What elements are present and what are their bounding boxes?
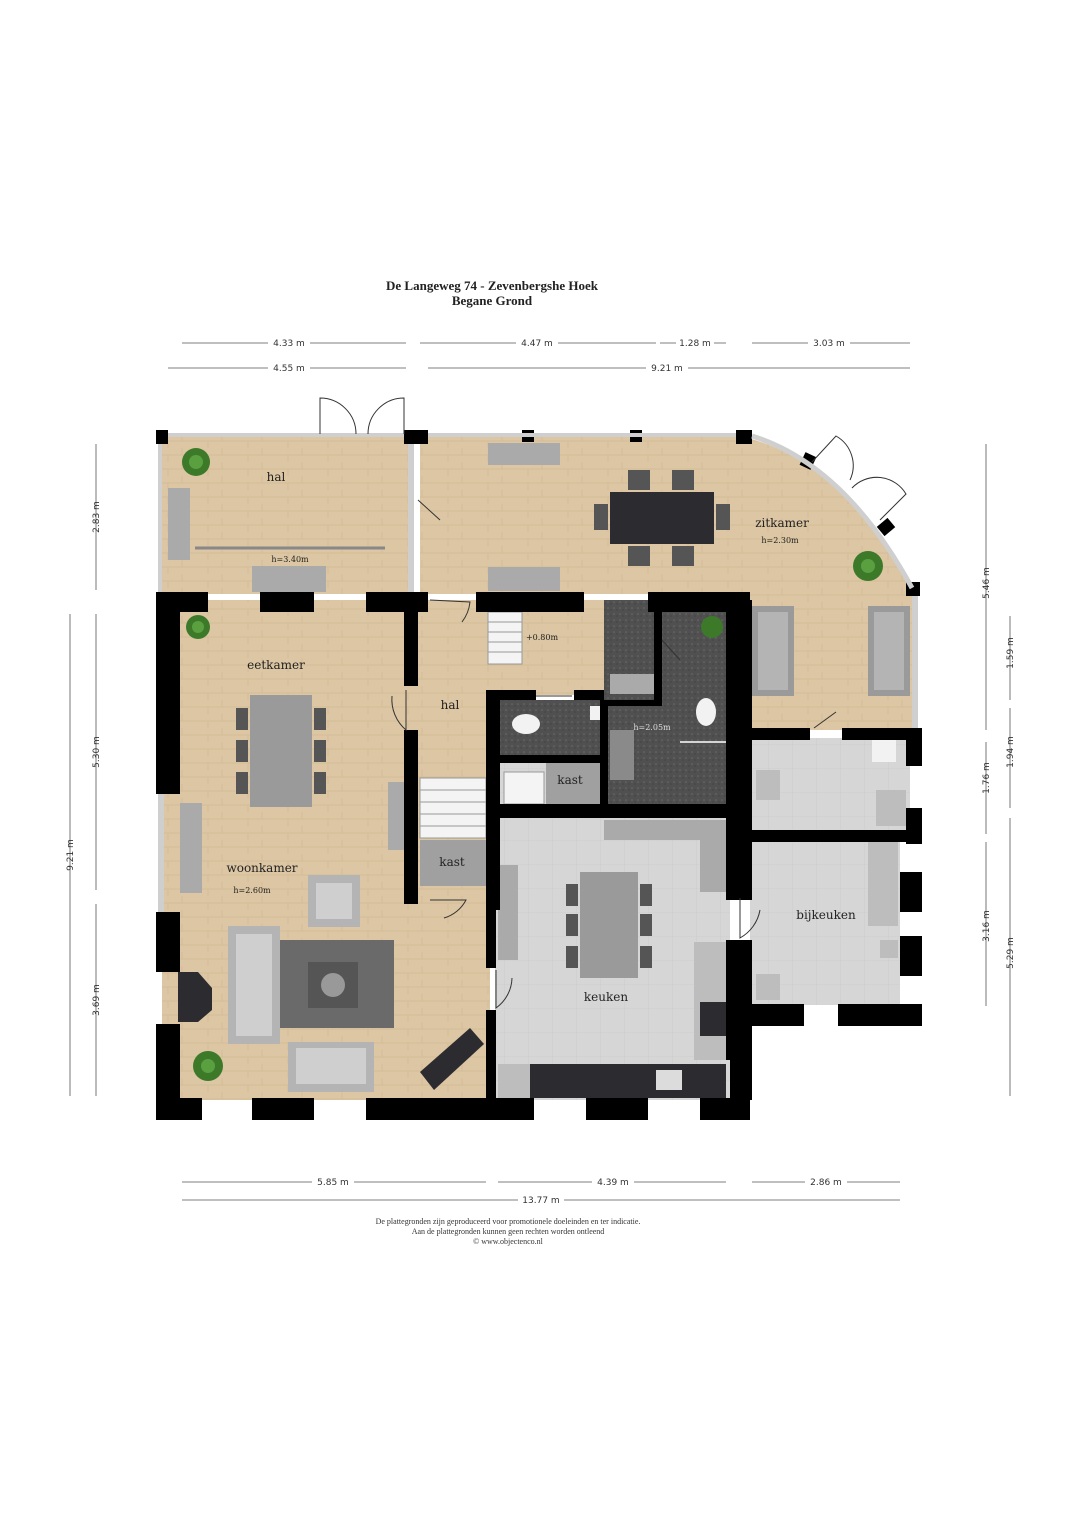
disclaimer-line-1: De plattegronden zijn geproduceerd voor … <box>375 1217 641 1226</box>
counter <box>498 1064 530 1098</box>
dim-right-3-16: 3.16 m <box>982 910 992 942</box>
fireplace <box>178 972 212 1022</box>
door <box>813 711 837 729</box>
sideboard <box>488 443 560 465</box>
height-note-bathroom: h=2.05m <box>633 723 671 732</box>
walls <box>156 430 922 1120</box>
room-label-eetkamer: eetkamer <box>247 658 305 672</box>
cabinet <box>876 790 906 826</box>
door <box>430 899 467 919</box>
dim-left-3-69: 3.69 m <box>92 984 102 1016</box>
stairs <box>419 777 487 839</box>
door <box>429 599 471 623</box>
counter <box>498 865 518 960</box>
sink-icon <box>656 1070 682 1090</box>
dim-top-9-21: 9.21 m <box>651 364 683 374</box>
appliance <box>756 974 780 1000</box>
closet <box>420 840 486 886</box>
stair-level-note: +0.80m <box>526 633 559 642</box>
dim-right-1-59: 1.59 m <box>1006 637 1016 669</box>
plan-title: De Langeweg 74 - Zevenbergshe Hoek <box>386 278 598 293</box>
counter <box>604 820 726 840</box>
room-label-keuken: keuken <box>584 990 628 1004</box>
dining-table <box>250 695 312 807</box>
dim-top-4-47: 4.47 m <box>521 339 553 349</box>
room-label-kast-lower: kast <box>439 855 465 869</box>
counter <box>610 674 654 694</box>
counter <box>700 840 726 892</box>
toilet-icon <box>512 714 540 734</box>
door <box>319 397 357 435</box>
dim-top-4-55: 4.55 m <box>273 364 305 374</box>
appliance <box>880 940 898 958</box>
cabinet <box>388 782 406 850</box>
room-label-woonkamer: woonkamer <box>226 861 297 875</box>
height-note-zitkamer: h=2.30m <box>761 536 799 545</box>
kitchen-island <box>694 942 728 1060</box>
counter <box>530 1064 726 1098</box>
door <box>851 476 907 521</box>
dim-right-1-76: 1.76 m <box>982 762 992 794</box>
doors <box>319 397 907 1009</box>
room-label-zitkamer: zitkamer <box>755 516 809 530</box>
copyright: © www.objectenco.nl <box>473 1237 543 1246</box>
cooktop-icon <box>700 1002 726 1036</box>
door <box>739 898 761 939</box>
room-label-hal-top: hal <box>267 470 286 484</box>
door <box>417 499 441 521</box>
floor-name: Begane Grond <box>451 293 533 308</box>
door <box>495 970 513 1009</box>
room-label-bijkeuken: bijkeuken <box>796 908 856 922</box>
stairs <box>487 611 523 665</box>
dim-right-5-29: 5.29 m <box>1006 937 1016 969</box>
closet <box>546 762 600 804</box>
door <box>661 639 681 661</box>
vanity <box>610 730 634 780</box>
toilet-icon <box>696 698 716 726</box>
dim-top-4-33: 4.33 m <box>273 339 305 349</box>
plant-icon <box>701 616 723 638</box>
dim-bottom-4-39: 4.39 m <box>597 1178 629 1188</box>
furniture <box>168 443 910 1098</box>
bench <box>168 488 190 560</box>
disclaimer-line-2: Aan de plattegronden kunnen geen rechten… <box>411 1227 605 1236</box>
sideboard <box>488 567 560 591</box>
sink-icon <box>756 770 780 800</box>
dim-left-5-30: 5.30 m <box>92 736 102 768</box>
height-note-hal-top: h=3.40m <box>271 555 309 564</box>
dim-left-2-83: 2.83 m <box>92 501 102 533</box>
counter <box>868 842 898 926</box>
cabinet <box>180 803 202 893</box>
door <box>367 397 405 435</box>
stairs <box>503 771 545 805</box>
dim-right-1-94: 1.94 m <box>1006 736 1016 768</box>
room-label-hal-mid: hal <box>441 698 460 712</box>
dim-left-9-21: 9.21 m <box>66 839 76 871</box>
dim-bottom-5-85: 5.85 m <box>317 1178 349 1188</box>
dimension-labels: 4.33 m 4.47 m 1.28 m 3.03 m 4.55 m 9.21 … <box>66 337 1016 1206</box>
washbasin-icon <box>872 740 896 762</box>
dim-top-3-03: 3.03 m <box>813 339 845 349</box>
dim-right-5-46: 5.46 m <box>982 567 992 599</box>
disclaimer: De plattegronden zijn geproduceerd voor … <box>0 1217 1016 1247</box>
door <box>391 690 407 732</box>
dining-table <box>610 492 714 544</box>
dim-bottom-2-86: 2.86 m <box>810 1178 842 1188</box>
room-label-kast-upper: kast <box>557 773 583 787</box>
dim-bottom-13-77: 13.77 m <box>522 1196 559 1206</box>
door <box>811 435 854 481</box>
room-labels: hal h=3.40m zitkamer h=2.30m eetkamer ha… <box>226 470 856 1004</box>
dining-table <box>580 872 638 978</box>
bench <box>252 566 326 592</box>
height-note-woonkamer: h=2.60m <box>233 886 271 895</box>
tv-stand <box>420 1028 484 1090</box>
dim-top-1-28: 1.28 m <box>679 339 711 349</box>
